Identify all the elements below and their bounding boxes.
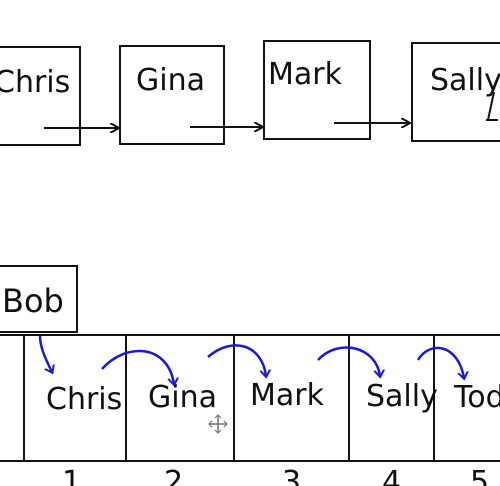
array-cell-value: Chris <box>46 382 122 417</box>
list-node-mark: Mark <box>263 40 371 140</box>
pointer-stub <box>487 91 495 121</box>
array-cell-value: Sally <box>366 379 438 414</box>
list-node-label: Gina <box>136 63 205 98</box>
shift-arrow <box>207 344 266 376</box>
array-cell-value: Gina <box>148 380 217 415</box>
array-index: 5 <box>470 465 489 486</box>
shift-arrow <box>317 346 380 376</box>
list-node-gina: Gina <box>119 45 225 145</box>
move-cursor-icon <box>208 414 228 434</box>
array-index: 3 <box>282 465 301 486</box>
new-node-label: Bob <box>2 282 64 320</box>
shift-arrow <box>416 346 464 378</box>
shift-arrow <box>38 335 52 372</box>
shift-arrow <box>101 349 174 384</box>
list-node-label: Mark <box>268 57 343 92</box>
array: Chris Gina Mark Sally Tod 1 2 3 4 5 <box>0 334 500 486</box>
array-cell-value: Mark <box>250 378 325 413</box>
array-cell-value: Tod <box>453 380 500 415</box>
new-node-bob: Bob <box>0 265 78 333</box>
list-node-label: Sally <box>430 63 500 98</box>
array-index: 1 <box>62 465 81 486</box>
linked-list: Chris Gina Mark Sally <box>0 40 500 146</box>
list-node-sally: Sally <box>411 42 500 142</box>
list-node-label: Chris <box>0 65 70 100</box>
shift-arrows <box>38 335 464 384</box>
array-index: 4 <box>382 465 401 486</box>
array-index: 2 <box>164 465 183 486</box>
list-node-chris: Chris <box>0 46 81 146</box>
